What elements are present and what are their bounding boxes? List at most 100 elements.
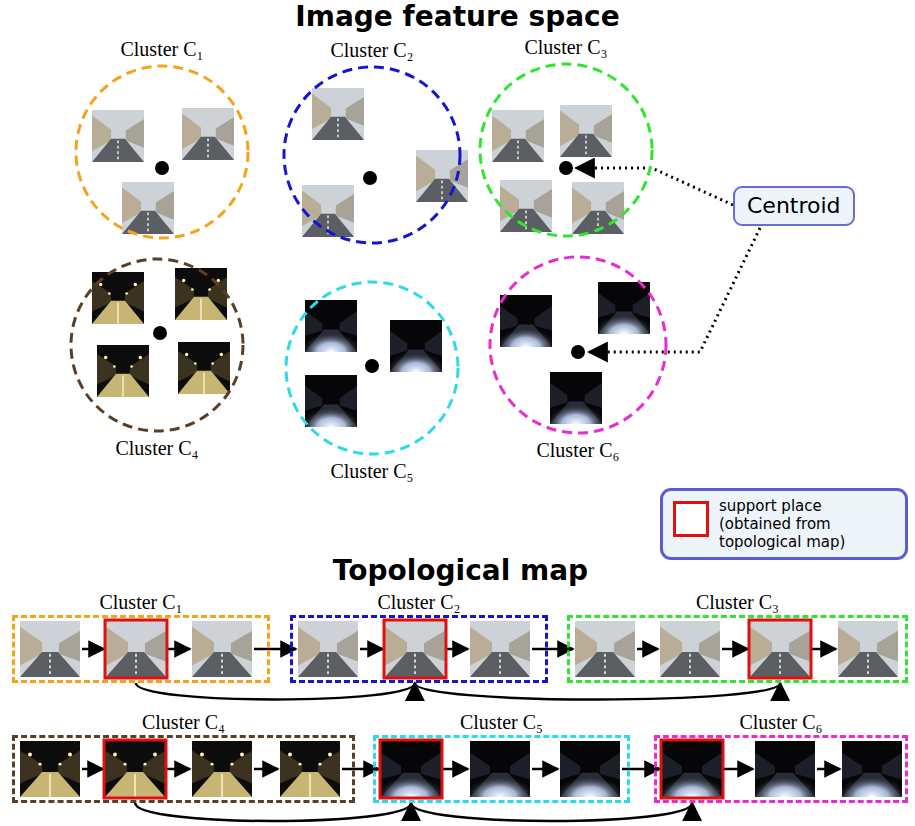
photo-thumbnail [92,110,144,162]
cluster-label: Cluster C₂ [330,38,413,62]
dashed-circle [480,64,652,236]
photo-thumbnail [122,182,174,234]
photo-thumbnail [298,621,358,677]
sequence-arrow [724,768,753,771]
cluster-label: Cluster C₂ [377,590,460,614]
centroid-dot [363,171,377,185]
cluster-label: Cluster C₁ [120,37,203,61]
cluster-label: Cluster C₆ [536,438,619,462]
cluster-circle: Cluster C₆ [488,255,668,435]
link-arrow [415,683,780,700]
legend-text: support place (obtained from topological… [719,497,897,551]
dashed-circle [76,66,248,238]
photo-thumbnail [492,110,544,162]
link-arrow [411,803,692,821]
photo-thumbnail [97,345,149,397]
photo-thumbnail [575,621,635,677]
cluster-circle: Cluster C₄ [69,257,245,433]
photo-thumbnail [302,185,354,237]
sequence-arrow [254,768,278,771]
centroid-dot [365,359,379,373]
support-place-frame [749,620,811,678]
centroid-dot [571,345,585,359]
sequence-arrow [168,648,190,651]
photo-thumbnail [560,105,612,157]
cluster-outline [69,257,245,433]
support-place-frame [384,620,446,678]
photo-thumbnail [192,621,252,677]
photo-thumbnail [305,300,357,352]
photo-thumbnail [660,621,720,677]
photo-thumbnail [550,372,602,424]
dashed-circle [490,257,666,433]
cluster-circle: Cluster C₃ [478,62,654,238]
photo-thumbnail [280,741,340,797]
photo-thumbnail [175,268,227,320]
sequence-arrow [817,768,840,771]
dashed-circle [71,259,243,431]
cluster-box: Cluster C₆ [654,735,908,803]
support-place-frame [105,620,167,678]
cluster-label: Cluster C₅ [460,710,543,734]
sequence-arrow [443,768,468,771]
cluster-circle: Cluster C₁ [74,64,250,240]
centroid-dot [155,161,169,175]
sequence-arrow [82,768,103,771]
cluster-circle: Cluster C₅ [284,280,460,456]
diagram-title: Image feature space [0,2,915,33]
cluster-box: Cluster C₄ [12,735,355,803]
cluster-label: Cluster C₅ [330,459,413,483]
photo-thumbnail [755,741,815,797]
dashed-circle [286,282,458,454]
sequence-arrow [812,648,836,651]
support-place-frame [661,740,723,798]
photo-thumbnail [390,320,442,372]
cluster-box: Cluster C₂ [290,615,548,683]
cluster-label: Cluster C₆ [739,710,822,734]
support-place-frame [380,740,442,798]
photo-thumbnail [500,180,552,232]
section-heading: Topological map [3,556,915,587]
cluster-outline [74,64,250,240]
photo-thumbnail [178,342,230,394]
photo-thumbnail [381,741,441,797]
leader-line [576,168,733,205]
centroid-dot [153,326,167,340]
photo-thumbnail [20,621,80,677]
cluster-box: Cluster C₁ [12,615,270,683]
photo-thumbnail [470,741,530,797]
sequence-arrow [167,768,190,771]
photo-thumbnail [192,741,252,797]
photo-thumbnail [838,621,898,677]
cluster-outline [284,280,460,456]
cluster-circle: Cluster C₂ [282,65,462,245]
photo-thumbnail [842,741,902,797]
cluster-outline [478,62,654,238]
leader-line [589,228,760,352]
link-arrow [135,803,411,821]
sequence-arrow [447,648,468,651]
photo-thumbnail [312,88,364,140]
cluster-label: Cluster C₄ [142,710,225,734]
cluster-box: Cluster C₃ [567,615,908,683]
cluster-label: Cluster C₁ [99,590,182,614]
photo-thumbnail [20,741,80,797]
sequence-arrow [360,648,383,651]
cluster-outline [488,255,668,435]
sequence-arrow [82,648,104,651]
sequence-arrow [637,648,658,651]
cluster-box: Cluster C₅ [373,735,630,803]
cluster-label: Cluster C₃ [524,35,607,59]
support-place-frame [104,740,166,798]
legend-box: support place (obtained from topological… [660,488,908,560]
photo-thumbnail [106,621,166,677]
photo-thumbnail [750,621,810,677]
photo-thumbnail [105,741,165,797]
callout-text: Centroid [747,192,841,220]
photo-thumbnail [385,621,445,677]
dashed-circle [284,67,460,243]
cluster-outline [282,65,462,245]
sequence-arrow [532,768,558,771]
